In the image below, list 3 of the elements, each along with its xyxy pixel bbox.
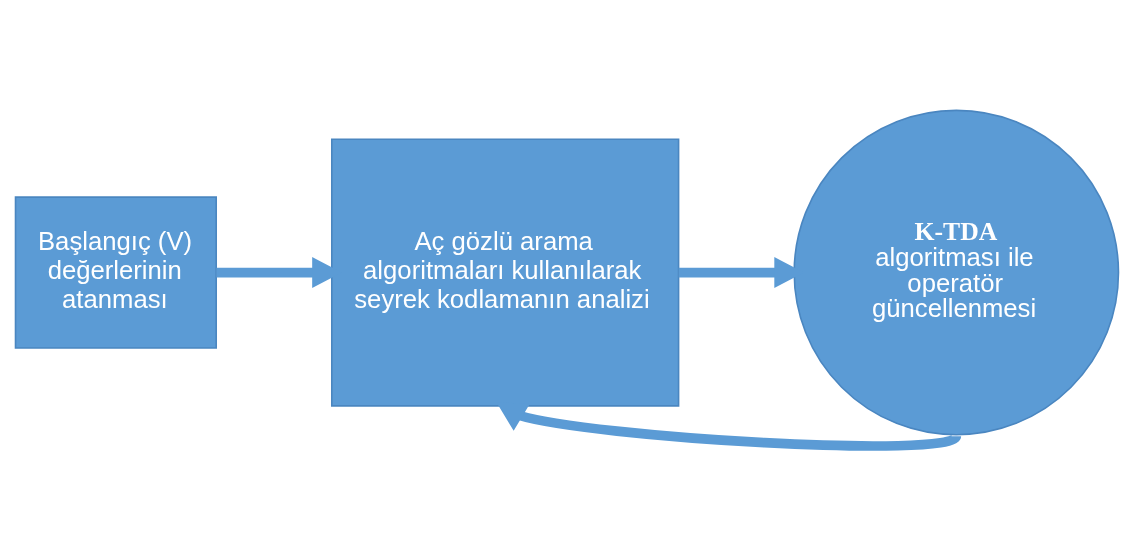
node-box: Başlangıç (V) değerlerinin atanması [14,195,217,349]
node-box: Aç gözlü arama algoritmaları kullanılarak seyrek kodlamanın analizi [331,138,680,407]
node-circle: K-TDA algoritması ile operatör güncellenmesi [793,109,1120,436]
